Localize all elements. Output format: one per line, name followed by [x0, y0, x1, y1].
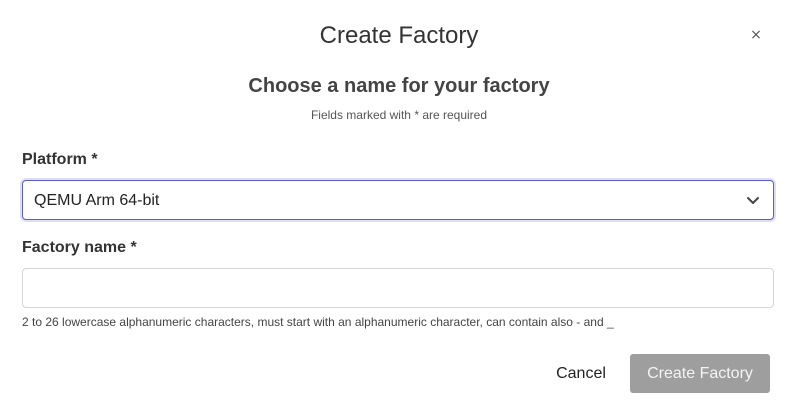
modal-title: Create Factory: [319, 22, 479, 49]
create-factory-button[interactable]: Create Factory: [630, 354, 770, 393]
cancel-button[interactable]: Cancel: [545, 354, 617, 393]
factory-name-input[interactable]: [22, 268, 774, 308]
chevron-down-icon: [747, 197, 759, 204]
modal-header: Create Factory ×: [0, 0, 798, 72]
required-fields-note: Fields marked with * are required: [310, 108, 488, 122]
factory-name-label: Factory name *: [22, 239, 137, 256]
platform-selected-value: QEMU Arm 64-bit: [34, 192, 160, 209]
modal-subtitle: Choose a name for your factory: [248, 75, 550, 97]
close-button[interactable]: ×: [748, 26, 764, 44]
close-icon: ×: [750, 27, 762, 43]
platform-select[interactable]: QEMU Arm 64-bit: [22, 180, 774, 220]
factory-name-help-text: 2 to 26 lowercase alphanumeric character…: [22, 315, 614, 329]
platform-label: Platform *: [22, 151, 98, 168]
